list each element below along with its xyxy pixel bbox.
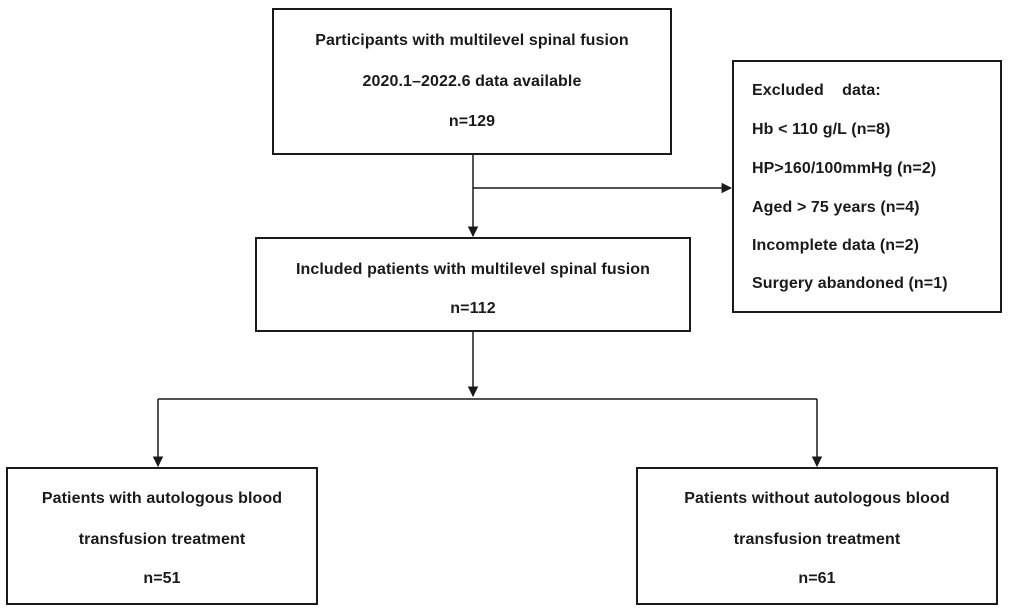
excluded-box: Excluded data: Hb < 110 g/L (n=8) HP>160… (732, 60, 1002, 313)
with-transfusion-line-1: Patients with autologous blood (41, 490, 283, 507)
excluded-item: Surgery abandoned (n=1) (752, 275, 948, 292)
participants-line-1: Participants with multilevel spinal fusi… (315, 32, 629, 49)
included-line-1: Included patients with multilevel spinal… (295, 261, 651, 278)
excluded-title: Excluded data: (752, 82, 881, 99)
without-transfusion-line-2: transfusion treatment (733, 531, 901, 548)
with-transfusion-count: n=51 (143, 570, 181, 587)
included-box: Included patients with multilevel spinal… (255, 237, 691, 332)
with-transfusion-line-2: transfusion treatment (78, 531, 246, 548)
without-transfusion-box: Patients without autologous blood transf… (636, 467, 998, 605)
with-transfusion-box: Patients with autologous blood transfusi… (6, 467, 318, 605)
participants-line-2: 2020.1–2022.6 data available (362, 73, 582, 90)
excluded-item: Incomplete data (n=2) (752, 237, 920, 254)
without-transfusion-count: n=61 (798, 570, 836, 587)
included-count: n=112 (450, 300, 496, 317)
excluded-item: HP>160/100mmHg (n=2) (752, 160, 937, 177)
participants-count: n=129 (448, 113, 496, 130)
participants-box: Participants with multilevel spinal fusi… (272, 8, 672, 155)
without-transfusion-line-1: Patients without autologous blood (684, 490, 950, 507)
excluded-item: Hb < 110 g/L (n=8) (752, 121, 891, 138)
excluded-item: Aged > 75 years (n=4) (752, 199, 920, 216)
